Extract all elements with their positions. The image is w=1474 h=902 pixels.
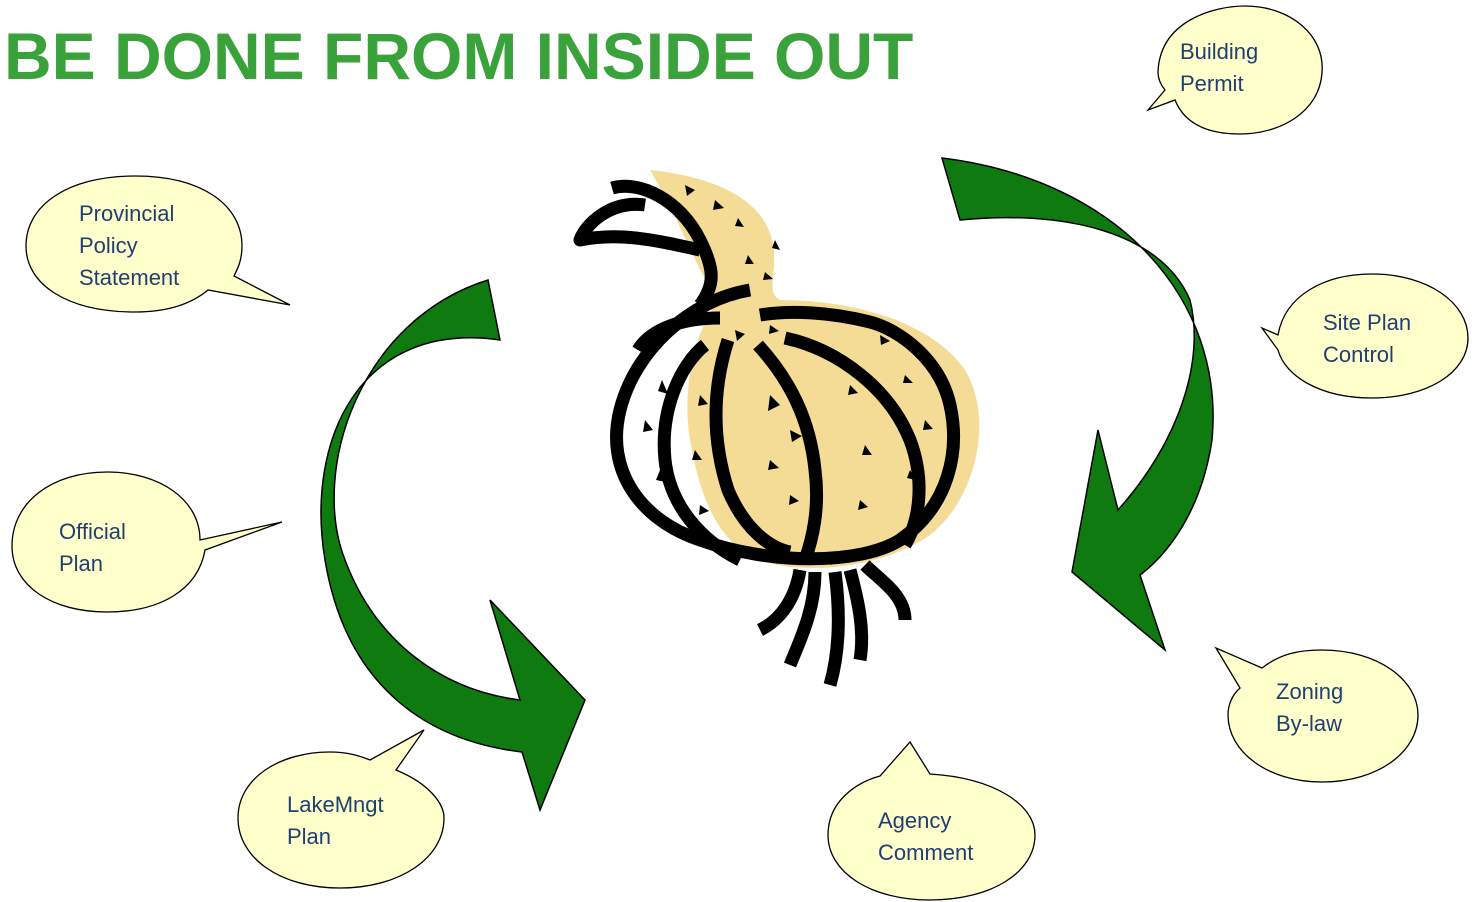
callout-official-plan (11, 471, 283, 613)
callout-provincial-policy-statement (25, 175, 291, 313)
left-curved-arrow (320, 279, 586, 813)
right-curved-arrow (940, 157, 1214, 653)
callout-zoning-by-law (1214, 646, 1419, 783)
callout-agency-comment (827, 740, 1036, 901)
callout-building-permit (1145, 5, 1323, 135)
onion-icon (573, 170, 980, 687)
callout-site-plan-control (1260, 273, 1469, 399)
callout-lakemngt-plan (237, 729, 445, 889)
slide-title: BE DONE FROM INSIDE OUT (4, 19, 914, 93)
